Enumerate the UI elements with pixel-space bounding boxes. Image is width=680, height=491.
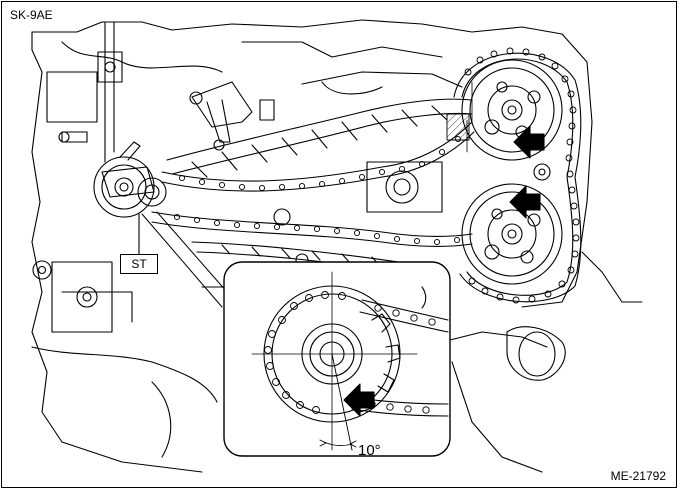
engine-block-outline xyxy=(31,19,643,473)
chain-guide-upper xyxy=(166,71,473,178)
left-bracket xyxy=(58,21,123,163)
arrow-cam-lower xyxy=(509,185,541,219)
timing-chain-upper xyxy=(161,121,475,192)
arrow-detail xyxy=(343,383,375,417)
detail-leader-lines xyxy=(141,211,228,308)
chain-tensioner xyxy=(189,81,275,151)
angle-label: 10° xyxy=(358,442,381,459)
cam-sprocket-upper xyxy=(446,59,563,161)
figure-code-top-left: SK-9AE xyxy=(10,8,53,22)
detail-inset xyxy=(223,261,451,457)
cam-sprocket-lower xyxy=(461,163,563,285)
special-tool-label: ST xyxy=(120,254,158,274)
chain-links xyxy=(173,47,580,304)
timing-chain-cams xyxy=(453,52,582,303)
figure-code-bottom-right: ME-21792 xyxy=(610,469,666,483)
crank-sprocket xyxy=(93,141,167,218)
arrow-cam-upper xyxy=(513,125,545,159)
